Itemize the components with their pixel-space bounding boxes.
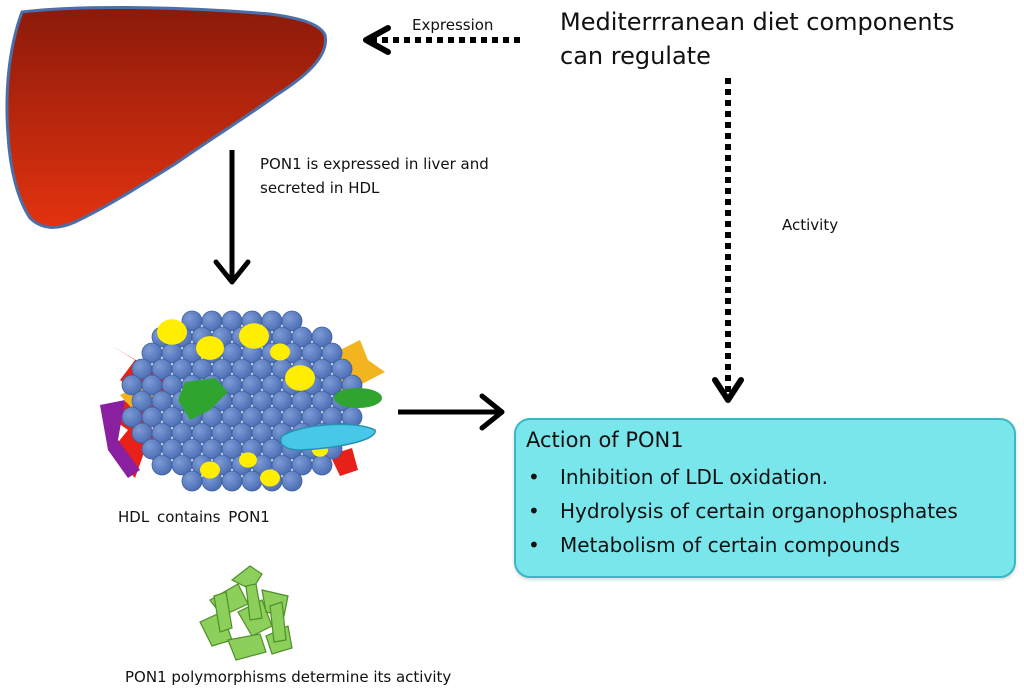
- bullet-icon: •: [528, 499, 540, 523]
- diet-components-title: Mediterrranean diet components can regul…: [560, 8, 955, 70]
- hdl-sphere: [241, 470, 263, 492]
- hdl-lipid-patch: [196, 336, 224, 360]
- action-item-text: Inhibition of LDL oxidation.: [560, 465, 829, 489]
- liver-icon: [5, 6, 327, 229]
- hdl-sphere: [311, 326, 333, 348]
- hdl-sphere: [311, 454, 333, 476]
- liver-to-hdl-arrow: [213, 150, 251, 285]
- hdl-sphere: [331, 358, 353, 380]
- action-list: • Inhibition of LDL oxidation. • Hydrolysi…: [522, 460, 958, 562]
- hdl-sphere: [181, 470, 203, 492]
- hdl-lipid-patch: [157, 319, 187, 345]
- list-item: • Inhibition of LDL oxidation.: [522, 460, 958, 494]
- list-item: • Metabolism of certain compounds: [522, 528, 958, 562]
- pon1-protein-structure-icon: [199, 565, 293, 661]
- hdl-caption: HDL contains PON1: [118, 508, 270, 526]
- hdl-sphere: [221, 470, 243, 492]
- hdl-lipid-patch: [239, 452, 257, 468]
- action-item-text: Metabolism of certain compounds: [560, 533, 900, 557]
- hdl-sphere: [281, 310, 303, 332]
- hdl-lipid-patch: [270, 343, 290, 361]
- action-of-pon1-box: Action of PON1 • Inhibition of LDL oxidat…: [514, 418, 1016, 578]
- hdl-lipid-patch: [200, 461, 220, 479]
- expression-label: Expression: [412, 16, 494, 34]
- hdl-sphere: [281, 470, 303, 492]
- hdl-phospholipid-spheres: [121, 310, 363, 492]
- hdl-lipid-patch: [239, 323, 269, 349]
- hdl-sphere: [321, 342, 343, 364]
- hdl-particle-icon: [100, 310, 385, 492]
- hdl-lipid-patch: [285, 365, 315, 391]
- list-item: • Hydrolysis of certain organophosphates: [522, 494, 958, 528]
- hdl-sphere: [151, 454, 173, 476]
- hdl-lipid-patch: [260, 469, 280, 487]
- expression-arrow: [363, 25, 520, 55]
- activity-label: Activity: [782, 216, 839, 234]
- action-box-title: Action of PON1: [526, 428, 684, 452]
- activity-arrow: [712, 78, 744, 403]
- polymorphism-caption: PON1 polymorphisms determine its activit…: [125, 668, 452, 686]
- hdl-to-action-arrow: [398, 393, 505, 431]
- bullet-icon: •: [528, 533, 540, 557]
- action-item-text: Hydrolysis of certain organophosphates: [560, 499, 958, 523]
- bullet-icon: •: [528, 465, 540, 489]
- pon1-expression-label: PON1 is expressed in liver and secreted …: [260, 155, 489, 197]
